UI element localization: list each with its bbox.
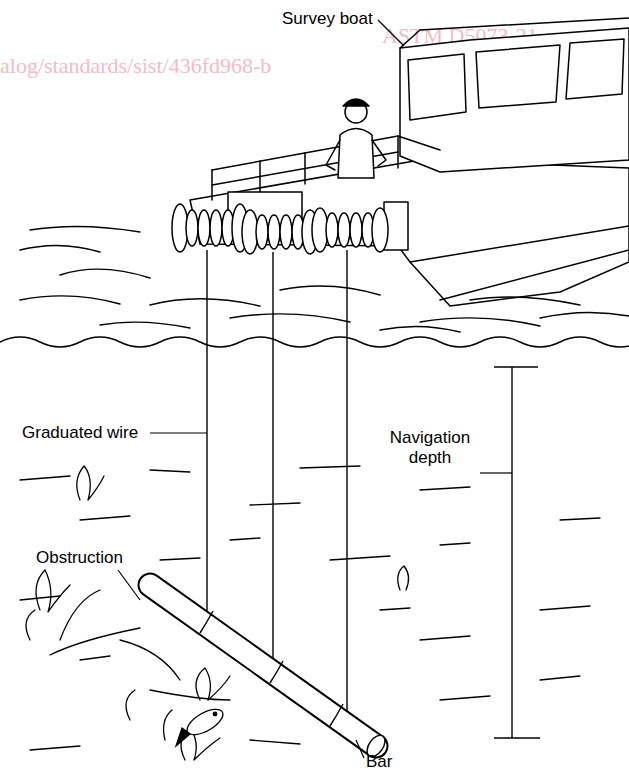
sweep-bar: [150, 585, 389, 760]
spool-coil: [326, 213, 338, 247]
bracket-tick: [494, 737, 540, 738]
obstruction-mound: [50, 590, 230, 700]
part-label: Survey boat: [282, 9, 373, 29]
bracket-line: [511, 367, 512, 738]
part-label: Graduated wire: [22, 423, 138, 443]
bracket-tick: [494, 366, 538, 367]
bar-body: [150, 585, 376, 746]
leader-line: [480, 472, 512, 473]
spool-coil: [186, 210, 198, 246]
leader-lines: [118, 20, 512, 758]
leader-line: [356, 740, 364, 758]
bar-outline: [150, 585, 376, 746]
hull-chine: [410, 226, 629, 262]
boat-hull: [190, 160, 629, 306]
spool-coil: [338, 213, 350, 247]
spool-flange: [372, 208, 388, 252]
cabin-window: [566, 39, 624, 99]
cabin-window: [408, 54, 466, 120]
water-surface: [0, 337, 629, 347]
leader-line: [118, 570, 140, 600]
part-label: Obstruction: [36, 548, 123, 568]
surveyor-arm: [326, 140, 386, 170]
deck-rail: [212, 136, 440, 170]
water-plant: [181, 668, 230, 760]
spool-coil: [280, 215, 292, 249]
water-plant: [398, 566, 409, 590]
seabed: [20, 466, 600, 750]
boat-cabin: [400, 28, 629, 172]
water: [0, 226, 629, 347]
water-plant: [77, 466, 104, 500]
graduated-wire: [346, 250, 347, 715]
plants: [26, 466, 409, 760]
part-label: Bar: [366, 752, 392, 772]
surveyor-body: [338, 129, 374, 179]
water-plant: [26, 570, 70, 640]
cabin-window: [476, 45, 560, 108]
watermark: alog/standards/sist/436fd968-b: [0, 56, 271, 76]
spool-coil: [350, 213, 362, 247]
fish: [176, 704, 227, 746]
reel-spools: [172, 204, 388, 254]
leader-line: [150, 432, 207, 433]
surveyor-cap: [343, 99, 369, 106]
bar-graduation: [200, 611, 343, 726]
graduated-wire: [272, 252, 273, 663]
spool-coil: [198, 210, 210, 246]
wave-stroke: [20, 226, 629, 332]
part-label: Navigation depth: [382, 428, 478, 468]
fish-eye: [213, 712, 217, 716]
water-plant: [126, 690, 172, 740]
graduated-wire: [206, 250, 207, 614]
seabed-stroke: [20, 466, 600, 750]
hull-chine: [440, 250, 629, 300]
spool-coil: [268, 215, 280, 249]
spool-coil: [210, 210, 222, 246]
fish-tail: [176, 728, 190, 746]
depth-bracket: [494, 367, 540, 738]
spool-coil: [256, 215, 268, 249]
